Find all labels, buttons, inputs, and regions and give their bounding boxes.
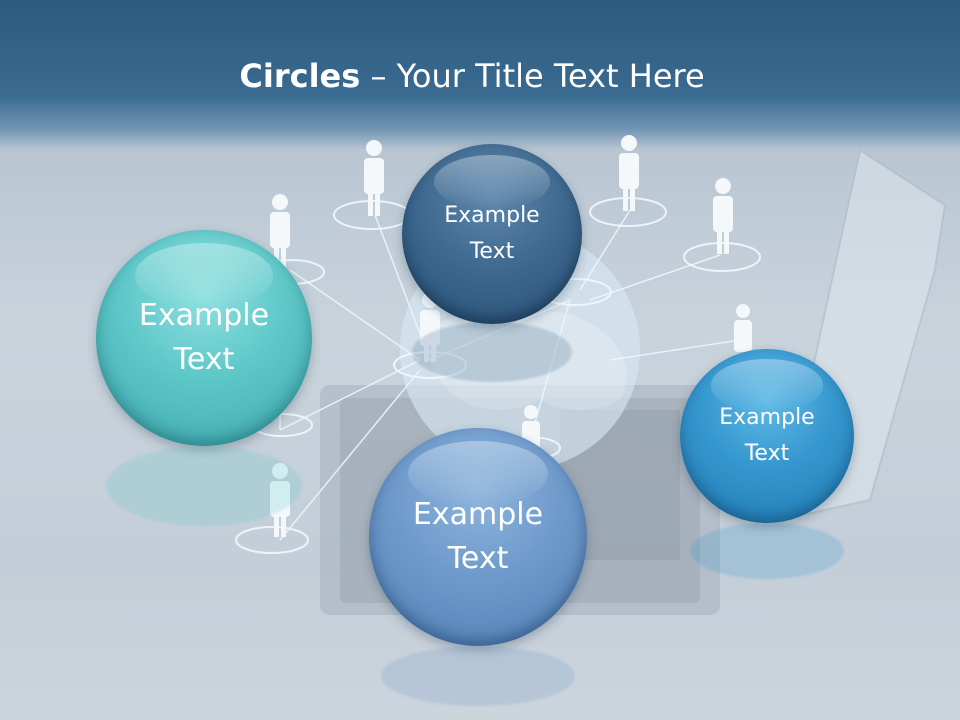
title-keyword: Circles <box>239 57 361 95</box>
circle-label: Example Text <box>138 298 270 377</box>
title-text: – Your Title Text Here <box>360 57 705 95</box>
circle-dark-blue[interactable]: Example Text <box>402 144 582 324</box>
circle-label: Example Text <box>444 203 540 264</box>
circle-label: Example Text <box>719 405 815 466</box>
slide-title: Circles – Your Title Text Here <box>0 56 944 96</box>
teal-circle-reflection <box>106 446 302 526</box>
mid-circle-reflection <box>381 646 575 706</box>
circle-label: Example Text <box>412 497 544 576</box>
blue-circle-reflection <box>690 523 844 579</box>
circle-teal[interactable]: Example Text <box>96 230 312 446</box>
node-rings <box>235 197 761 554</box>
dark-circle-reflection <box>412 322 572 382</box>
circle-bright-blue[interactable]: Example Text <box>680 349 854 523</box>
circle-medium-blue[interactable]: Example Text <box>369 428 587 646</box>
